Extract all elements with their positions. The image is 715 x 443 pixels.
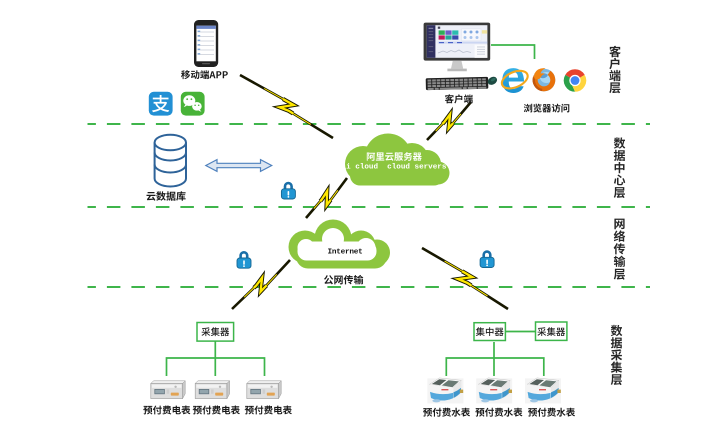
svg-text:Internet: Internet [328,249,363,257]
svg-text:li cloud cloud servers: li cloud cloud servers [342,164,447,172]
